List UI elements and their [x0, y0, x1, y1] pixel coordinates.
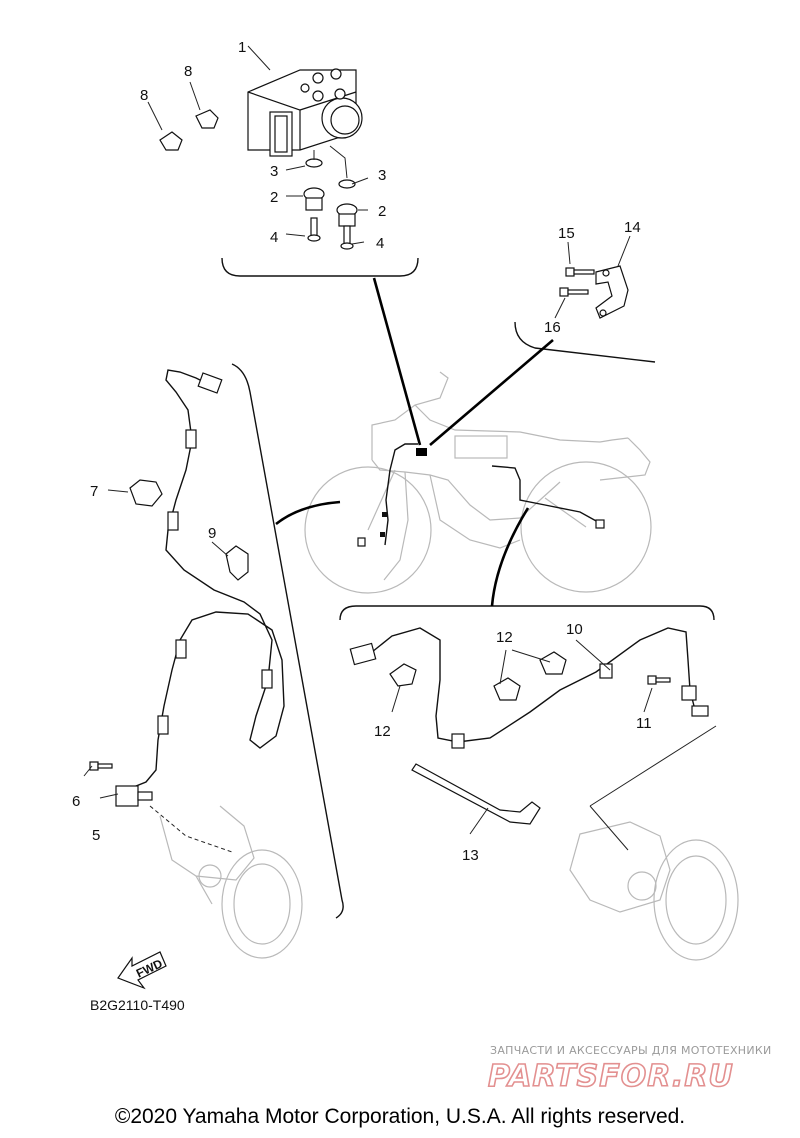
rear-sensor-lead-10[interactable]	[349, 627, 709, 749]
watermark: ЗАПЧАСТИ И АКСЕССУАРЫ ДЛЯ МОТОТЕХНИКИ PA…	[487, 1044, 772, 1095]
callout-8-lower[interactable]: 8	[140, 87, 148, 104]
callout-11[interactable]: 11	[636, 715, 652, 732]
callout-5[interactable]: 5	[92, 827, 100, 844]
callout-7[interactable]: 7	[90, 483, 98, 500]
abs-unit-panel	[147, 45, 422, 446]
clamp-8-pair[interactable]	[159, 109, 219, 151]
clamp-9[interactable]	[225, 545, 249, 581]
rear-caliper-rotor	[569, 725, 739, 961]
bolt-11[interactable]	[647, 675, 671, 685]
callout-4-left[interactable]: 4	[270, 229, 278, 246]
callout-3-left[interactable]: 3	[270, 163, 278, 180]
bolt-15[interactable]	[565, 267, 595, 277]
motorcycle-silhouette	[304, 371, 652, 594]
clamp-7[interactable]	[129, 479, 163, 507]
callout-labels: 1 8 8 3 3 2 2 4 4 15 14 16 7 9 10 12 12 …	[72, 39, 652, 864]
front-sensor-panel	[83, 363, 344, 959]
rear-sensor-panel	[339, 507, 739, 961]
callout-6[interactable]: 6	[72, 793, 80, 810]
callout-8-upper[interactable]: 8	[184, 63, 192, 80]
callout-1[interactable]: 1	[238, 39, 246, 56]
front-sensor-lead[interactable]	[125, 369, 285, 791]
callout-2-left[interactable]: 2	[270, 189, 278, 206]
abs-hydraulic-unit[interactable]	[247, 68, 363, 157]
watermark-logo: PARTSFOR.RU	[488, 1059, 734, 1094]
copyright-notice: ©2020 Yamaha Motor Corporation, U.S.A. A…	[114, 1105, 686, 1128]
bolt-6[interactable]	[89, 761, 113, 771]
callout-12-left[interactable]: 12	[374, 723, 391, 740]
fwd-arrow-icon: FWD	[117, 951, 167, 990]
front-fork-rotor	[149, 805, 303, 959]
callout-4-right[interactable]: 4	[376, 235, 384, 252]
callout-9[interactable]: 9	[208, 525, 216, 542]
bolt-16[interactable]	[559, 287, 589, 297]
bracket-panel	[429, 235, 656, 446]
callout-2-right[interactable]: 2	[378, 203, 386, 220]
callout-16[interactable]: 16	[544, 319, 561, 336]
callout-10[interactable]: 10	[566, 621, 583, 638]
callout-13[interactable]: 13	[462, 847, 479, 864]
watermark-tagline: ЗАПЧАСТИ И АКСЕССУАРЫ ДЛЯ МОТОТЕХНИКИ	[490, 1044, 772, 1057]
fwd-label: FWD	[134, 956, 165, 980]
bracket-14[interactable]	[595, 265, 629, 319]
grommet-collar-bolt-set[interactable]	[303, 145, 358, 250]
cable-tie-13[interactable]	[411, 763, 541, 825]
callout-15[interactable]: 15	[558, 225, 575, 242]
callout-3-right[interactable]: 3	[378, 167, 386, 184]
front-wheel-sensor-5[interactable]	[115, 785, 153, 807]
callout-12-top[interactable]: 12	[496, 629, 513, 646]
figure-code: B2G2110-T490	[90, 997, 185, 1013]
callout-14[interactable]: 14	[624, 219, 641, 236]
